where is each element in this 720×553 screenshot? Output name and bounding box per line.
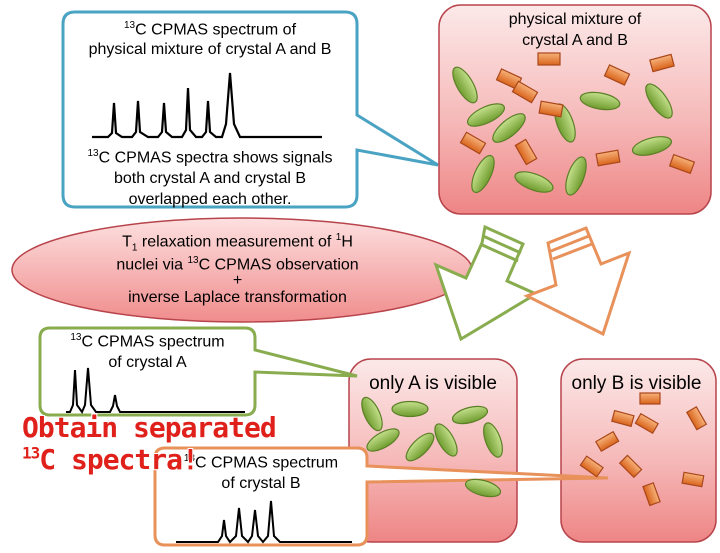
crystal-b-box-label: only B is visible: [571, 373, 702, 394]
crystal-a-box-label: only A is visible: [369, 373, 497, 394]
method-text: T1 relaxation measurement of 1H nuclei v…: [40, 232, 435, 308]
method-plus: +: [232, 272, 243, 290]
headline: Obtain separated 13C spectra!: [22, 411, 352, 476]
crystal-b-title-line1: 13C CPMAS spectrum: [155, 452, 367, 474]
sup: 13: [183, 453, 195, 464]
arrow-to-crystal-b: [523, 226, 632, 337]
text: C CPMAS spectrum: [194, 454, 339, 472]
headline-line2: 13C spectra!: [22, 444, 352, 476]
mixture-spectrum-title: 13C CPMAS spectrum of physical mixture o…: [63, 20, 357, 60]
method-line1: T1 relaxation measurement of 1H: [40, 232, 435, 255]
crystal-a-spectrum-callout: [38, 326, 358, 417]
sup: 13: [22, 443, 40, 463]
text: C CPMAS observation: [198, 255, 359, 273]
crystal-b-box: [560, 358, 717, 543]
crystal-b-spectrum-trace: [176, 500, 352, 544]
text: nuclei via: [116, 255, 188, 273]
sup: 1: [335, 232, 342, 243]
sub: 1: [131, 242, 138, 254]
crystal-a-title-line1: 13C CPMAS spectrum: [40, 331, 255, 353]
mixture-box-label-line2: crystal A and B: [522, 31, 628, 49]
mixture-desc-line3: overlapped each other.: [128, 190, 292, 208]
sup: 13: [70, 332, 82, 343]
mixture-box-label: physical mixture of crystal A and B: [439, 10, 711, 52]
mixture-spectrum-trace: [92, 72, 322, 139]
mixture-desc-line2: both crystal A and crystal B: [113, 170, 307, 188]
mixture-spectrum-title-line1: 13C CPMAS spectrum of: [63, 20, 357, 40]
mixture-crystals: [452, 52, 696, 196]
mixture-desc-line1: 13C CPMAS spectra shows signals: [63, 147, 357, 169]
text: C spectra!: [39, 443, 199, 477]
sup: 13: [187, 254, 199, 266]
text: H: [341, 233, 353, 251]
headline-line1: Obtain separated: [22, 411, 277, 444]
mixture-box: [438, 4, 712, 215]
arrow-to-crystal-a: [433, 224, 540, 342]
crystal-b-spectrum-callout: [153, 446, 609, 547]
mixture-spectrum-title-line2: physical mixture of crystal A and B: [88, 41, 332, 59]
text: C CPMAS spectrum of: [135, 21, 297, 39]
crystal-b-spectrum-title: 13C CPMAS spectrum of crystal B: [155, 452, 367, 495]
method-line3: inverse Laplace transformation: [128, 289, 347, 307]
crystal-a-spectrum-trace: [66, 367, 245, 415]
sup: 13: [123, 20, 136, 31]
crystal-b-crystals: [579, 392, 708, 507]
text: relaxation measurement of: [137, 233, 336, 251]
crystal-a-title-line2: of crystal A: [108, 354, 187, 372]
crystal-a-spectrum-title: 13C CPMAS spectrum of crystal A: [40, 331, 255, 374]
mixture-spectrum-callout: [61, 10, 439, 209]
mixture-box-label-line1: physical mixture of: [508, 11, 642, 28]
method-line2: nuclei via 13C CPMAS observation: [40, 255, 435, 275]
text: C CPMAS spectra shows signals: [98, 149, 333, 167]
crystal-a-crystals: [361, 396, 503, 498]
crystal-b-title-line2: of crystal B: [221, 475, 301, 493]
t: T: [122, 233, 132, 251]
mixture-spectrum-description: 13C CPMAS spectra shows signals both cry…: [63, 147, 357, 211]
sup: 13: [87, 148, 99, 159]
text: C CPMAS spectrum: [81, 333, 225, 351]
